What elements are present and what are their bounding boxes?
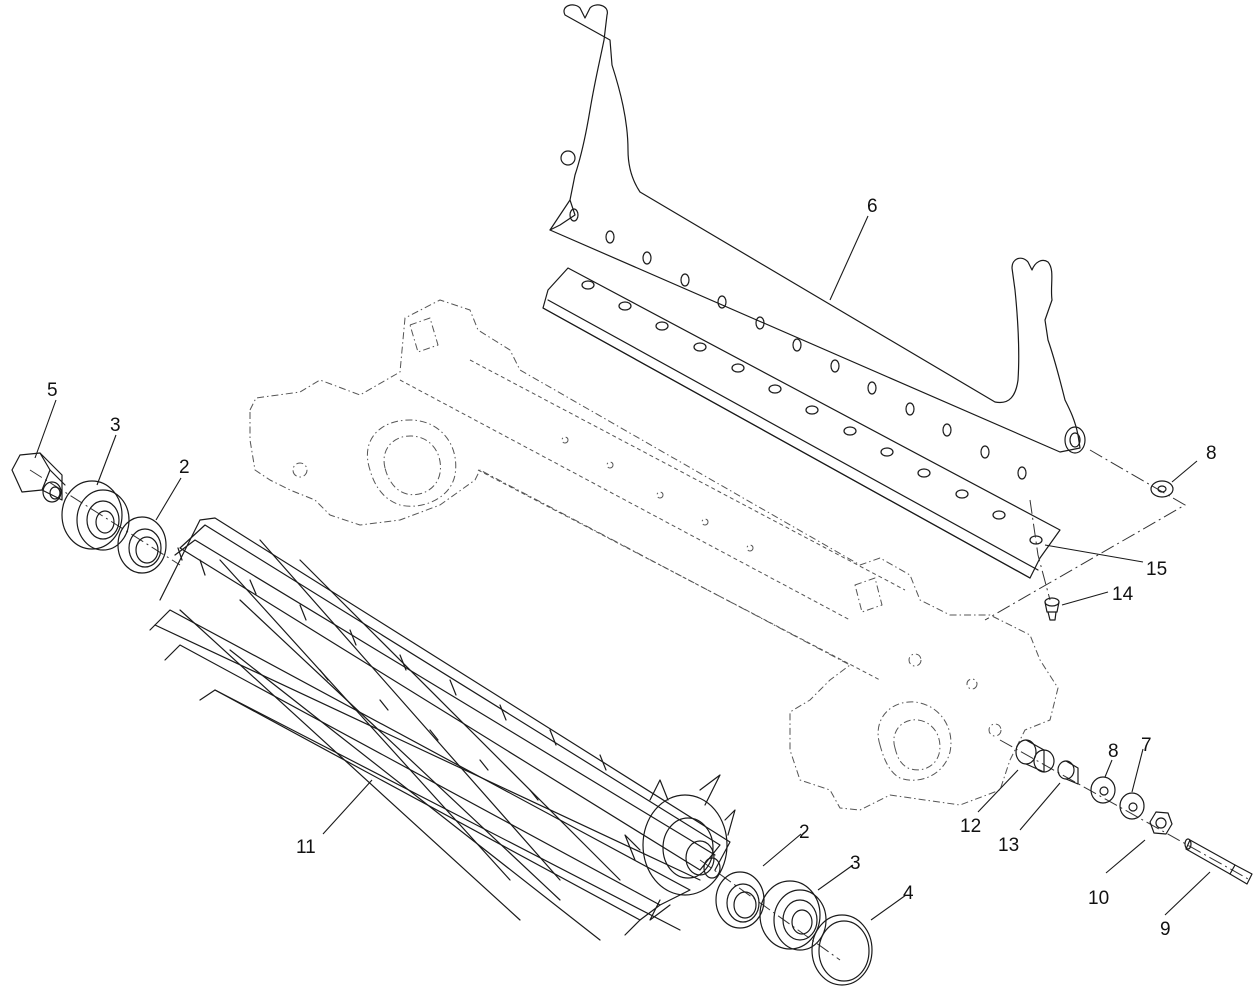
assembly-centerlines [29,449,1251,961]
nut-part-10 [1149,811,1173,835]
bushing-part-12 [1015,739,1055,773]
bearing-part-3-right [759,880,827,951]
callout-7: 7 [1141,735,1152,756]
stud-part-9 [1184,838,1253,885]
bearing-part-3-left [61,480,130,551]
oring-part-4 [811,914,873,986]
callout-8-top: 8 [1206,443,1217,464]
callout-15: 15 [1146,559,1167,580]
seal-part-2-left [117,516,167,574]
callout-3-right: 3 [850,853,861,874]
bedknife-part-15 [542,267,1061,579]
bracket-part-6 [549,4,1086,480]
callout-8-bottom: 8 [1108,741,1119,762]
callout-2-left: 2 [179,457,190,478]
seal-part-2-right [715,871,765,929]
screw-part-14 [1044,597,1060,621]
callout-3-left: 3 [110,415,121,436]
reel-frame-ghost [249,299,1059,811]
callout-12: 12 [960,816,981,837]
callout-11: 11 [296,837,316,858]
washer-part-8-bottom [1090,776,1116,804]
washer-part-7 [1119,792,1145,820]
spacer-part-13 [1057,760,1079,785]
callout-14: 14 [1112,584,1134,605]
callout-6: 6 [867,196,878,217]
callout-labels: 5 3 2 6 8 15 14 11 2 3 4 12 13 8 7 10 9 [47,196,1217,940]
callout-9: 9 [1160,919,1171,940]
spline-nut-part-5 [11,452,66,503]
leader-lines [34,215,1211,921]
reel-part-11 [149,517,736,941]
callout-2-right: 2 [799,822,810,843]
callout-13: 13 [998,835,1019,856]
callout-5: 5 [47,380,58,401]
callout-10: 10 [1088,888,1109,909]
washer-part-8-top [1150,480,1174,498]
callout-4: 4 [903,883,914,904]
